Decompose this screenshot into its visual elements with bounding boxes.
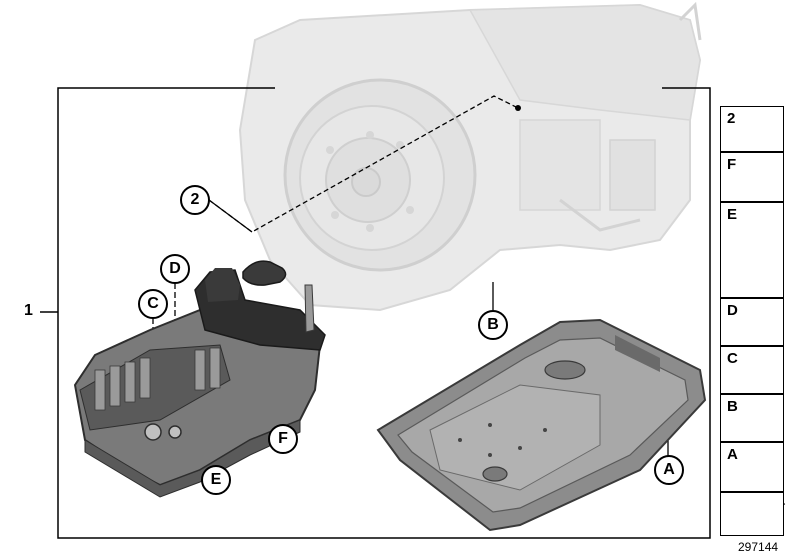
legend-cell-a: A xyxy=(720,442,784,492)
callout-f: F xyxy=(268,424,298,454)
legend-cell-arrow xyxy=(720,492,784,536)
callout-e: E xyxy=(201,465,231,495)
document-number: 297144 xyxy=(738,540,779,554)
legend-letter: A xyxy=(727,446,738,463)
callout-d: D xyxy=(160,254,190,284)
assembly-frame xyxy=(57,87,711,539)
legend-letter: B xyxy=(727,398,738,415)
legend-letter: C xyxy=(727,350,738,367)
callout-c: C xyxy=(138,289,168,319)
legend-cell-d: D xyxy=(720,298,784,346)
transmission-housing xyxy=(238,1,702,312)
legend-letter: E xyxy=(727,206,738,223)
legend-letter: D xyxy=(727,302,738,319)
legend-cell-e: E xyxy=(720,202,784,298)
legend-cell-f: F xyxy=(720,152,784,202)
valve-body xyxy=(73,260,326,498)
assembly-number-label: 1 xyxy=(24,302,33,319)
legend-letter: 2 xyxy=(727,110,736,127)
legend-letter: F xyxy=(727,156,737,173)
oil-pan xyxy=(376,318,707,532)
legend-cell-c: C xyxy=(720,346,784,394)
callout-2: 2 xyxy=(180,185,210,215)
callout-a: A xyxy=(654,455,684,485)
legend-cell-b: B xyxy=(720,394,784,442)
callout-b: B xyxy=(478,310,508,340)
legend-cell-2: 2 xyxy=(720,106,784,152)
